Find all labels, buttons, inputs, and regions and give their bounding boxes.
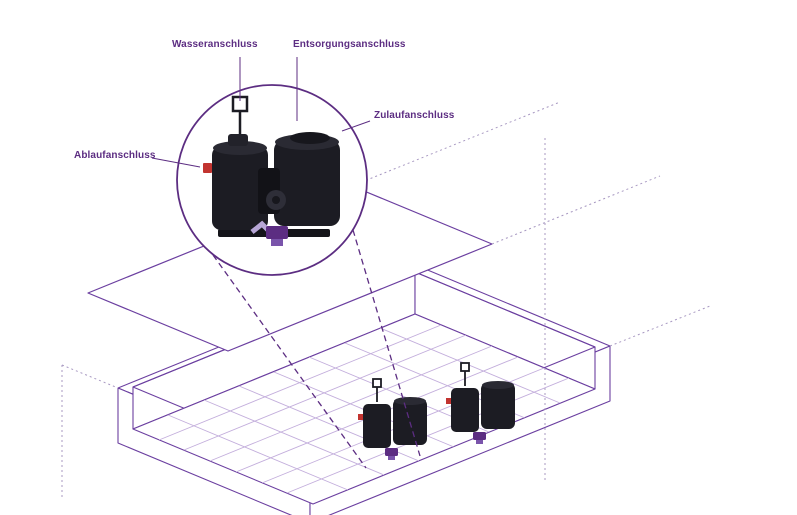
unit1-outlet-fitting: [385, 448, 398, 456]
unit2-tank-right: [481, 383, 515, 429]
floor-unit-2: [446, 362, 515, 444]
leader-ablaufanschluss: [151, 157, 201, 168]
drain-connector-red: [203, 163, 212, 173]
construction-line-lid-top-extension: [351, 101, 561, 187]
projection-lines: [212, 229, 421, 469]
construction-line-rim-left-extension: [61, 364, 119, 389]
detail-tank-right: [274, 140, 340, 226]
basin-structure: [117, 265, 611, 515]
unit2-drain-connector: [446, 398, 451, 404]
detail-tank-left: [212, 146, 268, 230]
projection-line-left: [212, 254, 367, 469]
tank-unit-detail: [203, 95, 340, 246]
unit2-tank-left: [451, 388, 479, 432]
label-leader-lines: [151, 57, 371, 168]
label-entsorgungsanschluss: Entsorgungsanschluss: [293, 39, 406, 50]
construction-line-rim-right-extension: [609, 305, 711, 347]
unit2-sensor-head: [460, 362, 470, 372]
floor-unit-1: [358, 378, 427, 460]
leader-zulaufanschluss: [341, 120, 371, 132]
label-wasseranschluss: Wasseranschluss: [172, 39, 258, 50]
construction-line-lid-right-extension: [491, 175, 661, 245]
unit1-drain-connector: [358, 414, 363, 420]
unit1-tank-left: [363, 404, 391, 448]
unit2-outlet-fitting: [473, 432, 486, 440]
construction-lines: [61, 101, 711, 498]
unit1-sensor-head: [372, 378, 382, 388]
outlet-fitting-purple: [266, 226, 288, 239]
label-zulaufanschluss: Zulaufanschluss: [374, 110, 455, 121]
disposal-connection-lid: [290, 132, 330, 144]
label-ablaufanschluss: Ablaufanschluss: [74, 150, 156, 161]
